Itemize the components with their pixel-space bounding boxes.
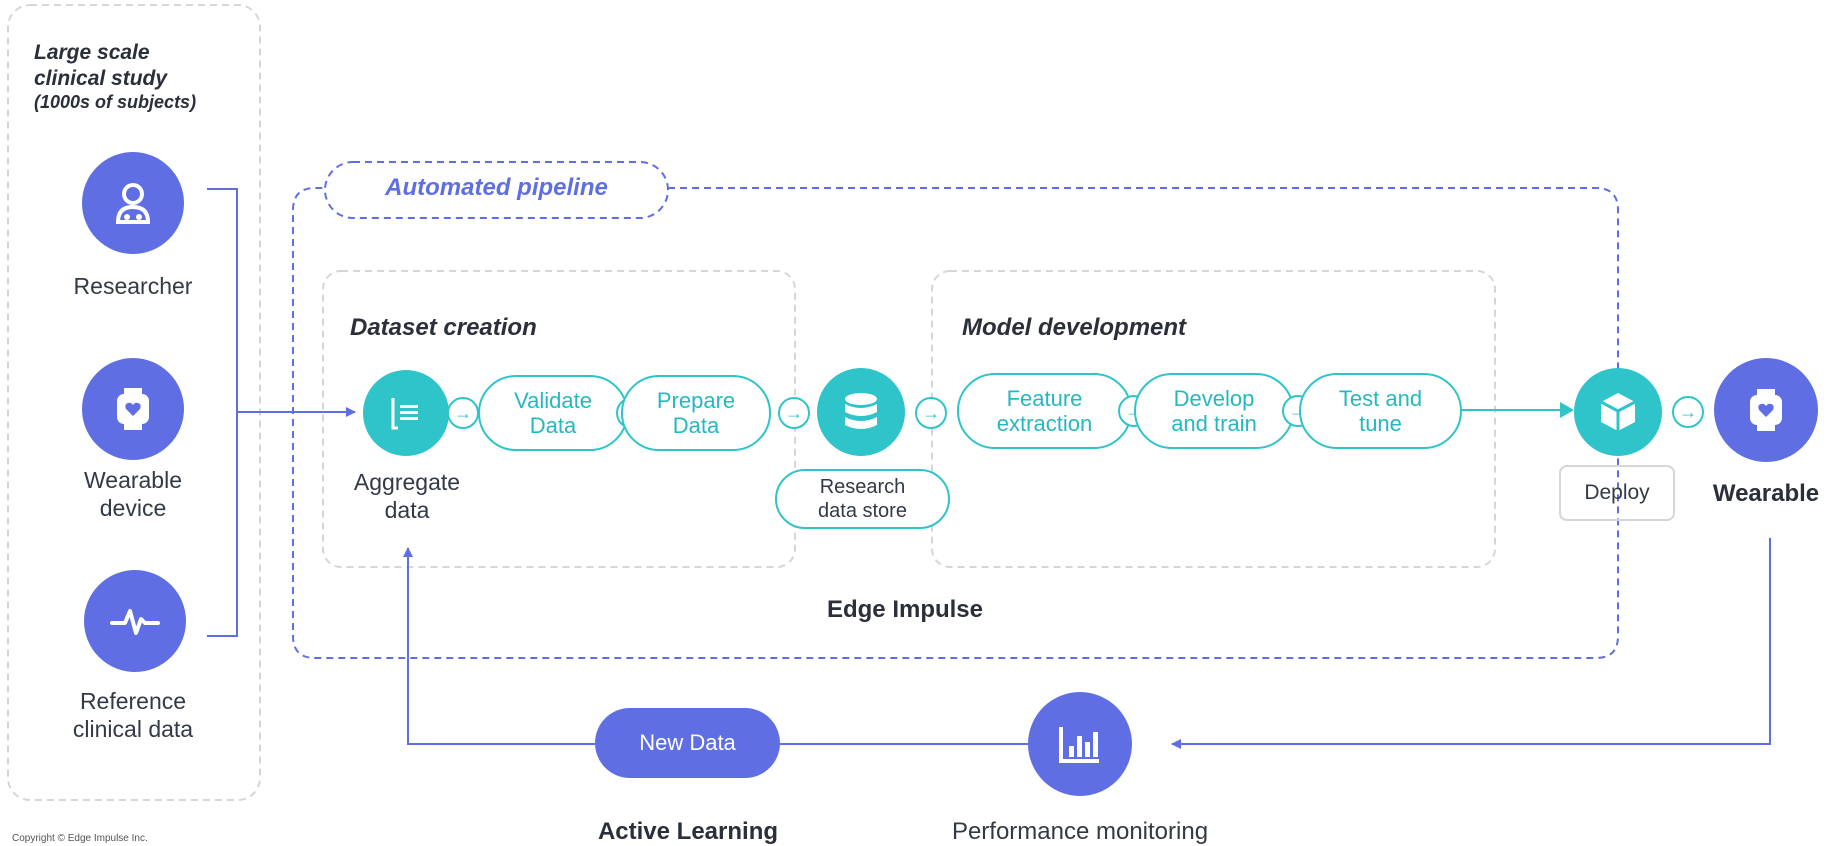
feature-extraction-step: Feature extraction: [957, 373, 1132, 449]
pipeline-title-tag: [324, 161, 669, 219]
study-subtitle: (1000s of subjects): [34, 92, 197, 112]
step-arrow-icon: →: [778, 397, 810, 429]
deploy-circle: [1574, 368, 1662, 456]
to-deploy-arrowhead: [1560, 402, 1574, 418]
deploy-label: Deploy: [1559, 465, 1675, 521]
aggregate-circle: [363, 370, 449, 456]
test-tune-step: Test and tune: [1299, 373, 1462, 449]
step-arrow-icon: →: [1672, 396, 1704, 428]
model-development-title: Model development: [962, 314, 1187, 341]
copyright: Copyright © Edge Impulse Inc.: [12, 833, 148, 844]
study-title: Large scale clinical study: [34, 41, 168, 90]
researcher-icon: [115, 183, 151, 224]
newdata-to-aggregate-line: [403, 547, 595, 745]
sources-bracket: [207, 188, 238, 637]
validate-data-step: Validate Data: [478, 375, 628, 451]
pipeline-border: [292, 187, 1619, 659]
heartbeat-icon: [110, 609, 160, 635]
monitoring-feedback-line: [1171, 538, 1771, 749]
pipeline-title: Automated pipeline: [385, 174, 608, 201]
monitoring-circle: [1028, 692, 1132, 796]
watch-icon: [1750, 389, 1782, 431]
package-icon: [1600, 393, 1636, 431]
active-learning-label: Active Learning: [597, 818, 779, 845]
develop-train-step: Develop and train: [1134, 373, 1294, 449]
database-icon: [845, 393, 877, 429]
watch-icon: [117, 388, 149, 430]
wearable-label: Wearable: [1712, 480, 1820, 507]
study-panel-border: [7, 4, 261, 801]
list-icon: [391, 398, 418, 430]
prepare-data-step: Prepare Data: [621, 375, 771, 451]
reference-data-label: Reference clinical data: [72, 688, 194, 742]
reference-data-circle: [84, 570, 186, 672]
performance-monitoring-label: Performance monitoring: [951, 818, 1209, 845]
researcher-label: Researcher: [73, 273, 193, 299]
new-data-pill: New Data: [595, 708, 780, 778]
wearable-device-label: Wearable device: [83, 467, 183, 521]
research-store-label: Research data store: [775, 469, 950, 529]
research-store-circle: [817, 368, 905, 456]
wearable-device-circle: [82, 358, 184, 460]
step-arrow-icon: →: [447, 397, 479, 429]
platform-label: Edge Impulse: [826, 596, 984, 623]
dataset-creation-title: Dataset creation: [350, 314, 537, 341]
researcher-circle: [82, 152, 184, 254]
aggregate-label: Aggregate data: [353, 469, 461, 523]
bar-chart-icon: [1059, 727, 1099, 763]
step-arrow-icon: →: [915, 397, 947, 429]
wearable-circle: [1714, 358, 1818, 462]
